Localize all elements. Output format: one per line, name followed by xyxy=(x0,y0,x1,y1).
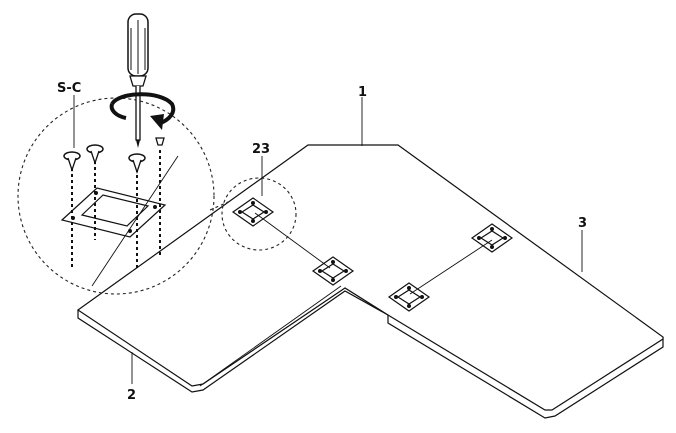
screw-label: S-C xyxy=(57,81,81,96)
detail-callout-small xyxy=(221,177,297,251)
panel-left-label: 2 xyxy=(127,388,136,403)
bracket-label: 23 xyxy=(252,142,270,157)
leader-lines xyxy=(73,95,583,384)
bracket-c xyxy=(387,282,431,312)
bracket-group xyxy=(231,197,514,312)
detail-callout-large xyxy=(17,97,229,295)
bracket-links xyxy=(254,212,493,295)
bracket-d xyxy=(470,223,514,253)
panel-top-label: 1 xyxy=(358,85,367,100)
panel-top-surface xyxy=(76,144,664,411)
panel-left-inner-edge xyxy=(199,285,342,387)
panel-seam xyxy=(344,287,389,316)
bracket-a xyxy=(231,197,275,227)
detail-bracket-plate xyxy=(60,187,167,238)
panel-right-label: 3 xyxy=(578,216,587,231)
rotation-arrow-icon xyxy=(109,92,176,130)
screwdriver-icon xyxy=(127,13,149,148)
detail-screws xyxy=(63,137,165,270)
bracket-b xyxy=(311,256,355,286)
desk-panels xyxy=(76,144,664,419)
